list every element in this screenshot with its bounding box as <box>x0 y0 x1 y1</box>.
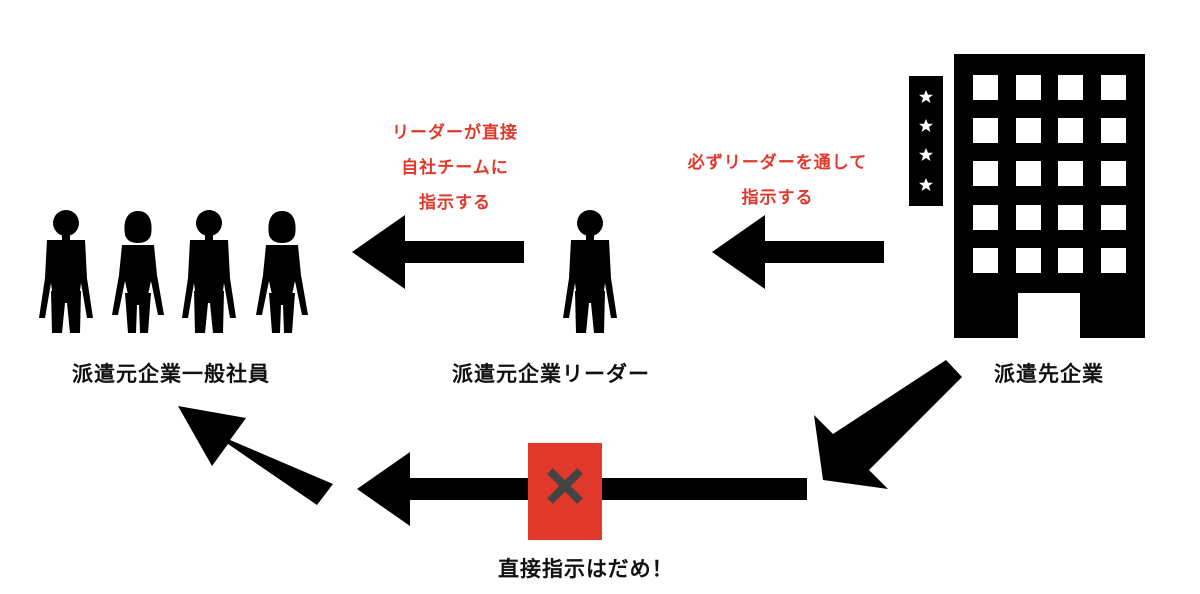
person-silhouette-icon <box>563 210 617 333</box>
employees-label: 派遣元企業一般社員 <box>72 362 270 386</box>
instruction-line: 指示する <box>419 193 491 213</box>
building-window <box>1101 205 1126 230</box>
employees-group <box>39 210 308 333</box>
building-window <box>1016 118 1041 143</box>
instruction-line: 必ずリーダーを通して <box>687 153 868 173</box>
arrow-client-to-leader <box>712 215 884 289</box>
leader-label: 派遣元企業リーダー <box>452 362 650 386</box>
forbidden-label: 直接指示はだめ！ <box>498 557 674 581</box>
leader-figure <box>563 210 617 333</box>
arrow-client-down <box>814 360 962 489</box>
person-silhouette-icon <box>256 211 308 333</box>
cross-icon <box>547 468 583 504</box>
arrow-leader-to-employees <box>352 215 524 289</box>
person-silhouette-icon <box>182 210 236 333</box>
building-window <box>1058 75 1083 100</box>
person-silhouette-icon <box>39 210 93 333</box>
building-window <box>1101 75 1126 100</box>
person-silhouette-icon <box>112 211 164 333</box>
instruction-client-to-leader: 必ずリーダーを通して 指示する <box>655 146 900 216</box>
building-window <box>1101 248 1126 273</box>
building-window <box>973 118 998 143</box>
instruction-line: リーダーが直接 <box>392 123 518 143</box>
forbidden-block <box>528 443 602 540</box>
building-window <box>1016 248 1041 273</box>
instruction-line: 自社チームに <box>401 158 509 178</box>
instruction-leader-to-team: リーダーが直接 自社チームに 指示する <box>355 116 555 221</box>
instruction-line: 指示する <box>741 188 814 208</box>
office-building-icon <box>909 54 1145 338</box>
building-window <box>1058 161 1083 186</box>
client-label: 派遣先企業 <box>994 362 1104 386</box>
building-window <box>1016 161 1041 186</box>
building-window <box>1101 118 1126 143</box>
building-window <box>1101 161 1126 186</box>
building-window <box>1016 75 1041 100</box>
building-window <box>1058 205 1083 230</box>
building-window <box>1058 248 1083 273</box>
building-window <box>973 75 998 100</box>
arrow-to-employees <box>178 406 333 505</box>
building-window <box>973 205 998 230</box>
building-window <box>1058 118 1083 143</box>
building-window <box>973 248 998 273</box>
building-window <box>973 161 998 186</box>
building-window <box>1016 205 1041 230</box>
